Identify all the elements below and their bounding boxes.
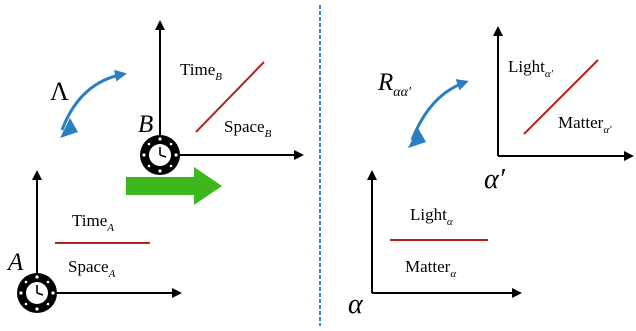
lambda-rotation-arrow: [60, 69, 127, 131]
rotation-arrow: [410, 79, 469, 141]
frame-b-world-line: [195, 61, 265, 133]
frame-a-axes: [32, 170, 182, 298]
frame-alpha-prime-world-line: [523, 59, 599, 135]
frame-alpha-light-label: Lightα: [410, 205, 453, 228]
frame-a-space-label: SpaceA: [68, 257, 116, 280]
frame-b-time-label: TimeB: [180, 60, 222, 83]
frame-b-name: B: [138, 111, 153, 138]
frame-b-space-label: SpaceB: [224, 117, 272, 140]
rotation-arrow-head-start: [408, 128, 426, 148]
frame-alpha-prime-axes: [493, 26, 634, 161]
lambda-arrow-head-start: [60, 118, 78, 138]
rotation-symbol: Rαα′: [377, 69, 412, 100]
frame-a-time-label: TimeA: [72, 211, 114, 234]
frame-alpha-prime-matter-label: Matterα′: [558, 113, 612, 136]
clock-icon: [140, 135, 180, 175]
frame-alpha-prime-name: α′: [484, 164, 506, 195]
frame-alpha-matter-label: Matterα: [405, 257, 456, 280]
frame-a-name: A: [6, 249, 24, 276]
frame-alpha-name: α: [348, 289, 364, 320]
lambda-symbol: Λ: [50, 77, 69, 106]
frame-b-axes: [155, 20, 304, 160]
motion-arrow: [126, 167, 222, 205]
frame-alpha-prime-light-label: Lightα′: [508, 57, 554, 80]
clock-icon: [17, 273, 57, 313]
frame-alpha-axes: [367, 170, 522, 298]
